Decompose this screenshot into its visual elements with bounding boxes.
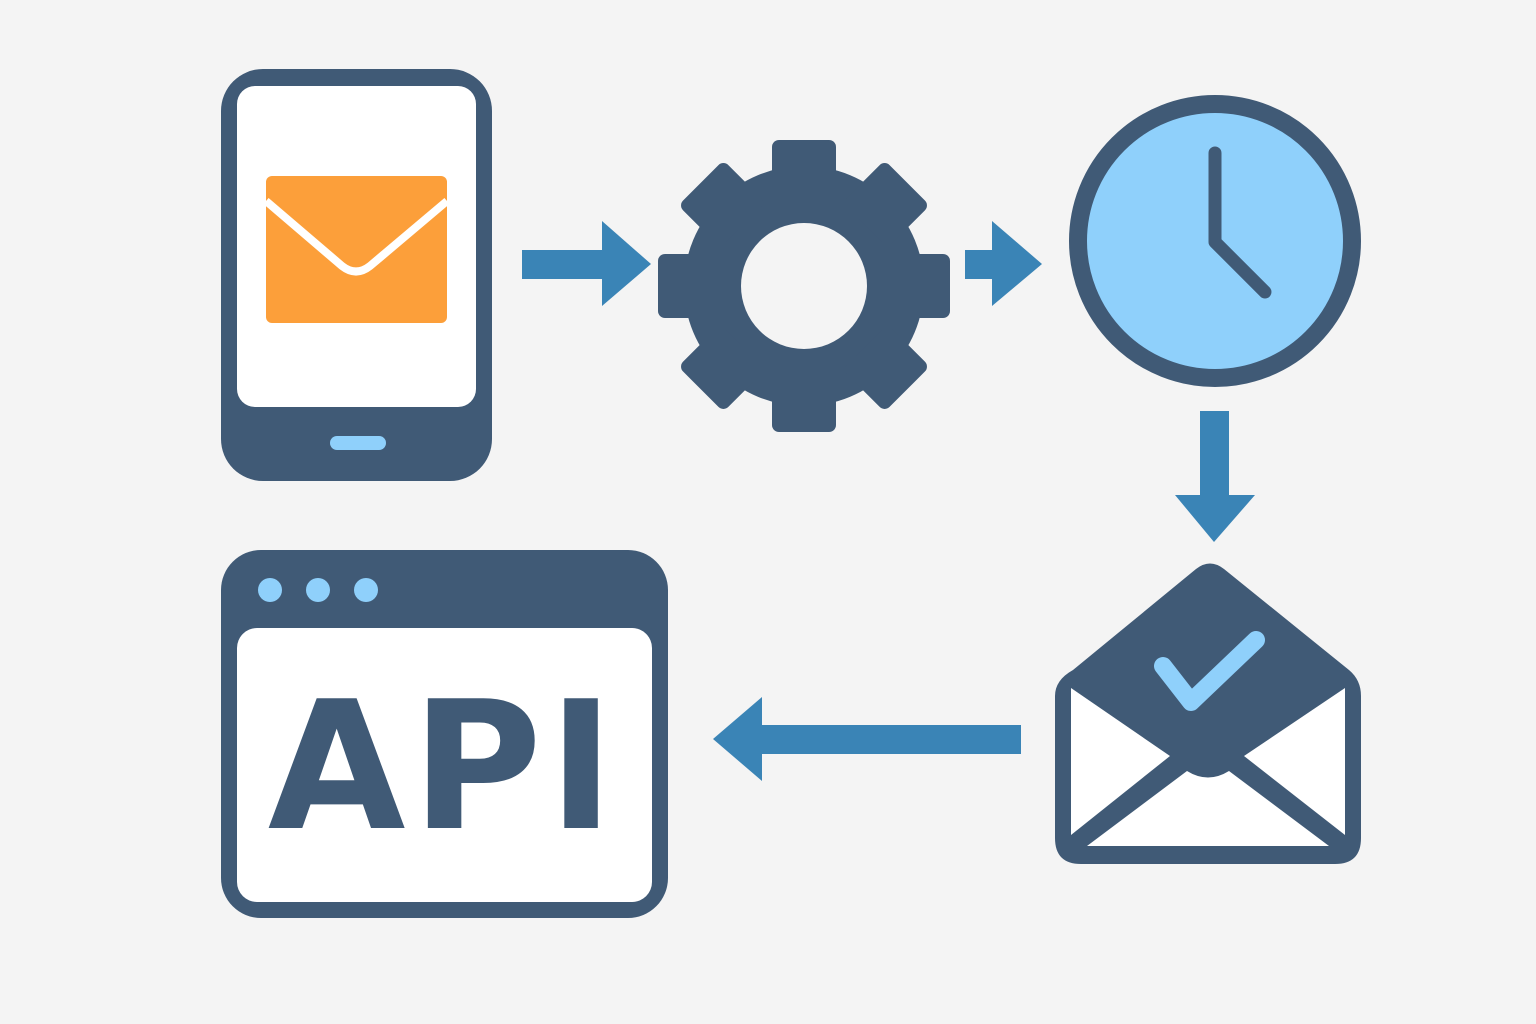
api-label: API xyxy=(268,663,620,870)
arrow-right-1 xyxy=(522,221,651,306)
window-dot xyxy=(306,578,330,602)
arrow-down xyxy=(1175,411,1255,542)
gear-icon xyxy=(658,140,950,432)
envelope-icon xyxy=(263,176,450,323)
envelope-check-icon xyxy=(1055,563,1361,864)
smartphone-icon xyxy=(221,69,492,481)
arrow-right-2 xyxy=(965,221,1042,306)
window-dot xyxy=(354,578,378,602)
browser-window-icon: API xyxy=(221,550,668,918)
clock-hands xyxy=(1208,146,1272,299)
window-dot xyxy=(258,578,282,602)
checkmark-icon xyxy=(1154,631,1265,711)
home-button xyxy=(330,436,386,450)
clock-icon xyxy=(1069,95,1361,387)
arrow-left xyxy=(713,697,1021,781)
